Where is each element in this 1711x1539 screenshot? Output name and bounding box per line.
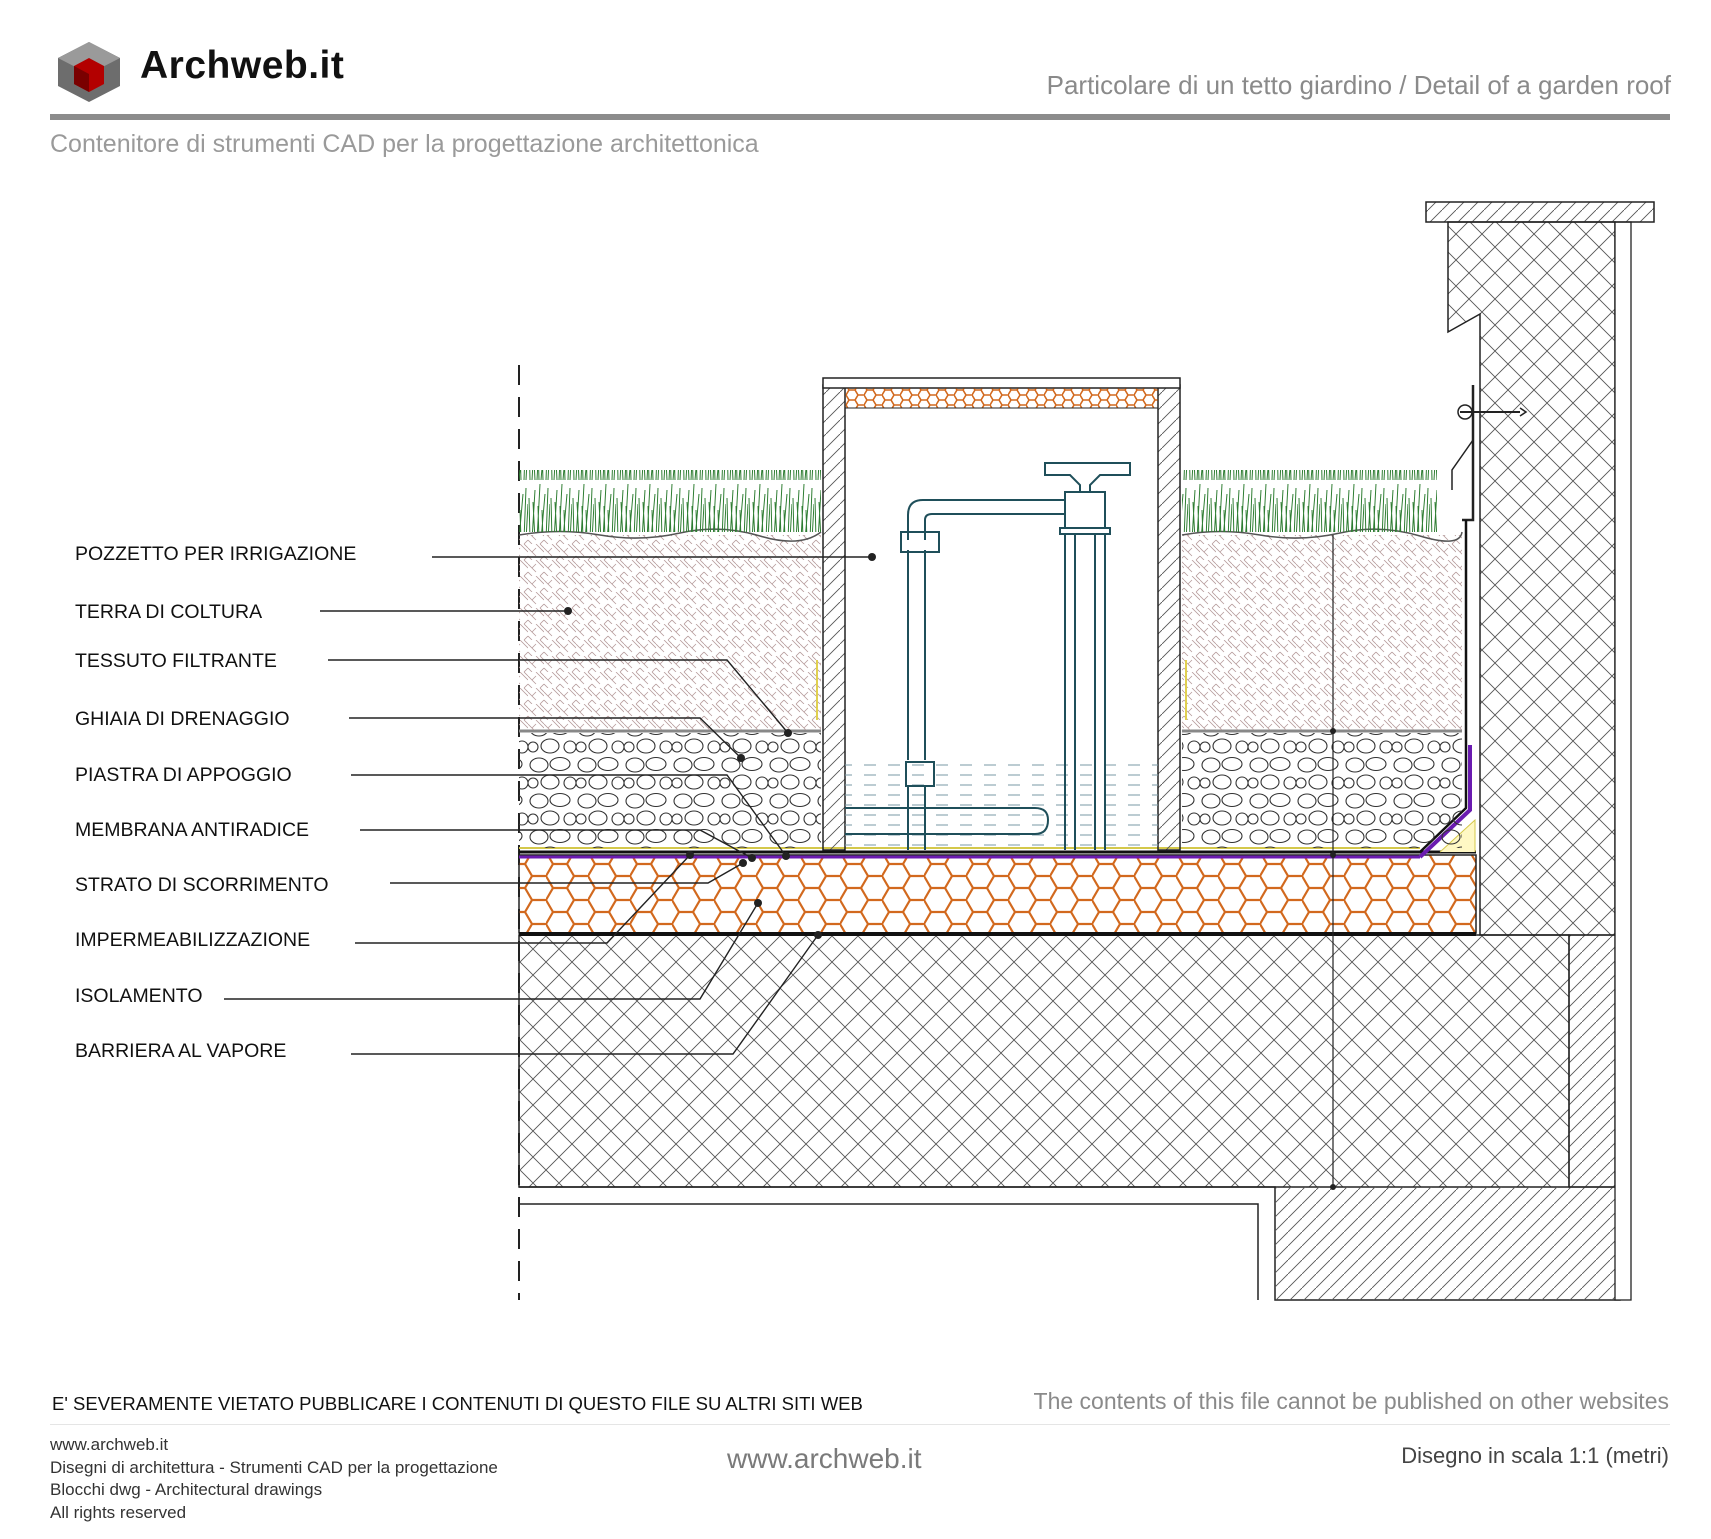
- label-drainage-gravel: GHIAIA DI DRENAGGIO: [75, 708, 290, 730]
- footer-info-line: All rights reserved: [50, 1502, 187, 1522]
- label-insulation: ISOLAMENTO: [75, 985, 203, 1007]
- brand-name: Archweb.it: [140, 44, 345, 87]
- label-sliding-layer: STRATO DI SCORRIMENTO: [75, 874, 329, 896]
- label-root-barrier: MEMBRANA ANTIRADICE: [75, 819, 310, 841]
- copyright-warning-en: The contents of this file cannot be publ…: [1033, 1388, 1669, 1414]
- label-irrigation-manhole: POZZETTO PER IRRIGAZIONE: [75, 543, 357, 565]
- footer-info: www.archweb.it Disegni di architettura -…: [50, 1434, 498, 1524]
- footer-info-line: Blocchi dwg - Architectural drawings: [50, 1480, 323, 1499]
- page-title: Particolare di un tetto giardino / Detai…: [1046, 70, 1671, 100]
- label-growing-soil: TERRA DI COLTURA: [75, 601, 263, 623]
- drawing-scale: Disegno in scala 1:1 (metri): [1401, 1443, 1669, 1468]
- page-subtitle: Contenitore di strumenti CAD per la prog…: [50, 130, 759, 158]
- cube-logo-icon: [58, 42, 120, 102]
- footer-divider: [50, 1424, 1670, 1425]
- footer-info-line: www.archweb.it: [50, 1435, 169, 1454]
- label-filter-fabric: TESSUTO FILTRANTE: [75, 650, 277, 672]
- label-support-plate: PIASTRA DI APPOGGIO: [75, 764, 292, 786]
- footer-website: www.archweb.it: [727, 1443, 922, 1474]
- header-divider: [50, 114, 1670, 120]
- label-waterproofing: IMPERMEABILIZZAZIONE: [75, 929, 311, 951]
- footer-info-line: Disegni di architettura - Strumenti CAD …: [50, 1457, 498, 1477]
- copyright-warning-it: E' SEVERAMENTE VIETATO PUBBLICARE I CONT…: [52, 1393, 863, 1414]
- label-vapour-barrier: BARRIERA AL VAPORE: [75, 1040, 287, 1062]
